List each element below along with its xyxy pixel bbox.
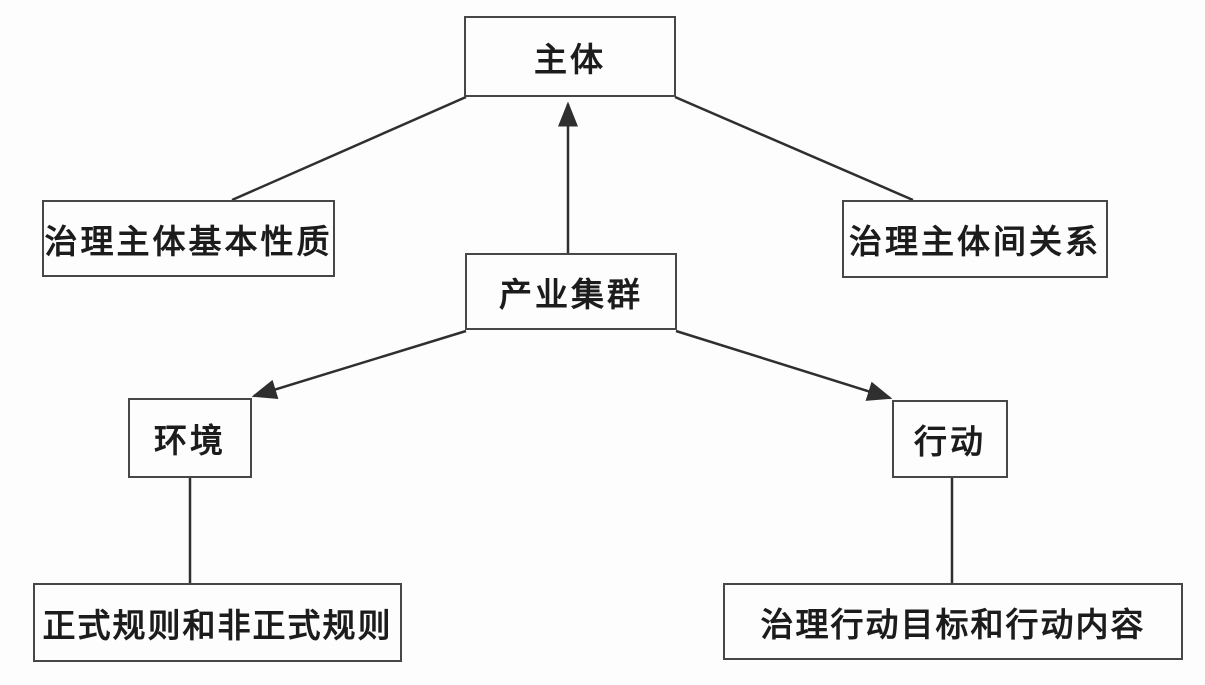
- node-industrial-cluster: 产业集群: [465, 253, 677, 330]
- node-action: 行动: [892, 400, 1008, 478]
- edge-subject-to-relations: [674, 95, 914, 202]
- node-formal-and-informal-rules: 正式规则和非正式规则: [33, 583, 402, 662]
- node-subject: 主体: [464, 16, 676, 97]
- edge-subject-to-nature: [231, 95, 467, 202]
- edge-cluster-to-action-arrow: [675, 329, 893, 401]
- edge-cluster-to-environment-arrow: [251, 329, 467, 399]
- node-environment: 环境: [128, 398, 252, 478]
- node-governance-subject-nature: 治理主体基本性质: [42, 200, 335, 277]
- node-governance-subject-relations: 治理主体间关系: [842, 200, 1108, 278]
- node-governance-action-goals-content: 治理行动目标和行动内容: [723, 583, 1183, 660]
